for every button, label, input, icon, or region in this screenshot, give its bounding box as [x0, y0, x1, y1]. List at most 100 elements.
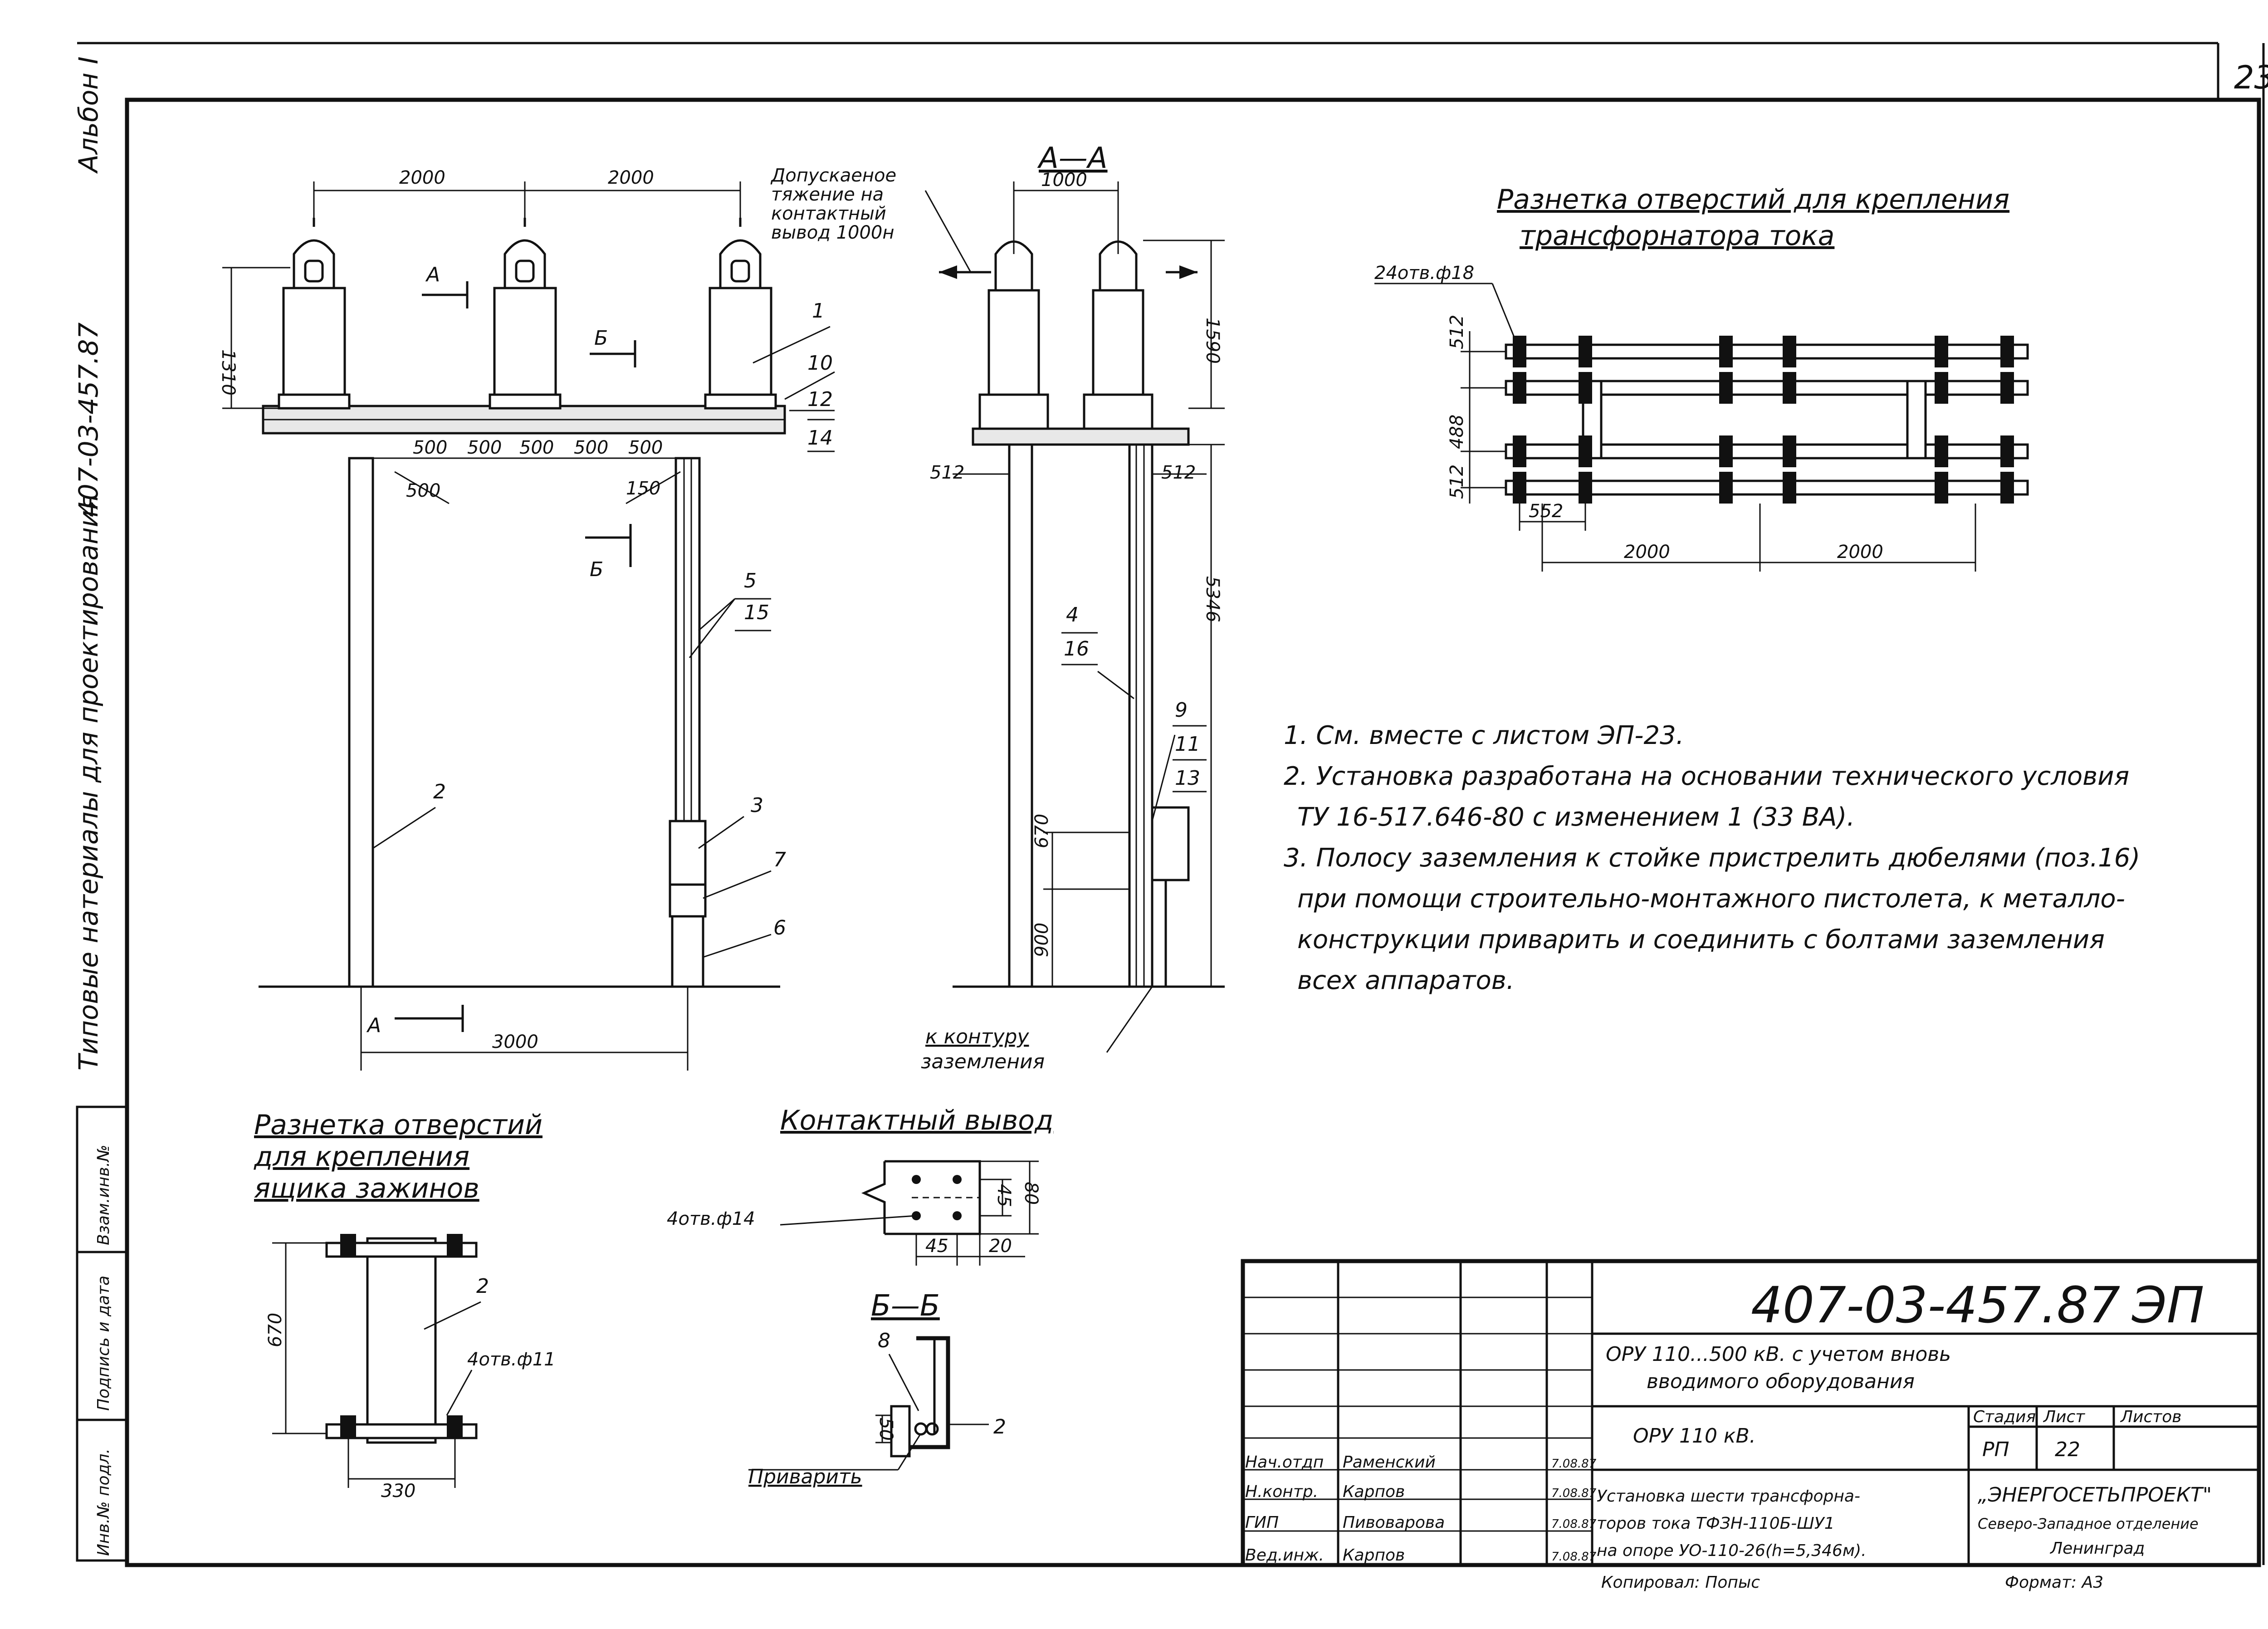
callout-13: 13	[1175, 767, 1200, 790]
dim-900: 900	[1031, 923, 1052, 957]
note-line: конструкции приварить и соединить с болт…	[1297, 925, 2105, 954]
note-line: 2. Установка разработана на основании те…	[1284, 762, 2129, 791]
section-bb-title: Б—Б	[871, 1289, 940, 1323]
box-dim-330: 330	[381, 1481, 415, 1502]
tension-note-line: Допускаеное	[770, 165, 896, 186]
staff-date: 7.08.87	[1551, 1517, 1597, 1531]
box-bolts	[340, 1234, 463, 1438]
sheet-number: 23	[2234, 59, 2268, 96]
section-a-marker: А	[366, 1014, 381, 1037]
ground-label-line: к контуру	[925, 1025, 1029, 1048]
staff-name: Пивоварова	[1343, 1513, 1445, 1532]
terminal-holes-label: 4отв.ф14	[667, 1208, 755, 1229]
section-aa-title: А—А	[1037, 142, 1108, 175]
callout-14: 14	[807, 426, 833, 450]
dim-500: 500	[413, 437, 447, 458]
transformer-right	[704, 218, 777, 410]
callout-15: 15	[744, 601, 769, 624]
terminal-dim-20: 20	[989, 1236, 1012, 1257]
contact-terminal-title: Контактный вывод	[780, 1105, 1053, 1136]
project-line-2: вводимого оборудования	[1647, 1370, 1915, 1393]
ct-dim-2000-left: 2000	[1624, 542, 1670, 563]
bb-callout-8: 8	[878, 1329, 890, 1352]
box-callout-2: 2	[476, 1275, 489, 1298]
description-line-1: Установка шести трансфорна-	[1597, 1487, 1860, 1506]
header-stage: Стадия	[1973, 1408, 2036, 1426]
terminal-dim-80: 80	[1021, 1182, 1041, 1205]
staff-date: 7.08.87	[1551, 1487, 1597, 1500]
side-series: Типовые натериалы для проектирования	[73, 494, 104, 1071]
callout-9: 9	[1175, 699, 1188, 722]
dim-3000: 3000	[492, 1032, 538, 1052]
dim-1310: 1310	[218, 349, 239, 396]
transformer-aa-left	[978, 240, 1049, 430]
staff-date: 7.08.87	[1551, 1550, 1597, 1564]
dim-500: 500	[574, 437, 608, 458]
section-aa: А—А 1000 1590 512 512	[921, 142, 1225, 1073]
section-bb: Б—Б 50 8 2 Приварить	[748, 1289, 1006, 1488]
callout-2: 2	[433, 780, 446, 803]
section-a-marker-top: А	[425, 263, 440, 286]
note-line: ТУ 16-517.646-80 с изменением 1 (33 ВА).	[1297, 802, 1855, 832]
subtitle: ОРУ 110 кВ.	[1633, 1424, 1756, 1448]
callout-5: 5	[744, 569, 757, 592]
transformer-left	[278, 218, 351, 410]
section-b-marker-low: Б	[590, 558, 603, 581]
staff-role: Н.контр.	[1245, 1482, 1318, 1501]
title-block-code: 407-03-457.87	[1751, 1276, 2120, 1334]
paper-format: Формат: А3	[2005, 1573, 2103, 1592]
org-line-2: Северо-Западное отделение	[1978, 1515, 2199, 1532]
ct-dim-488: 488	[1447, 415, 1467, 449]
staff-role: ГИП	[1245, 1513, 1279, 1532]
tension-note: Допускаеное тяжение на контактный вывод …	[770, 165, 902, 243]
sheet-value: 22	[2055, 1438, 2080, 1461]
weld-label: Приварить	[748, 1465, 862, 1488]
section-b-marker: Б	[594, 327, 608, 350]
callout-6: 6	[773, 916, 786, 939]
ct-layout-title-2: трансфорнатора тока	[1520, 220, 1834, 252]
dim-1000: 1000	[1041, 170, 1087, 191]
staff-name: Карпов	[1343, 1482, 1405, 1501]
side-stamp: Альбон I 407-03-457.87 Типовые натериалы…	[73, 56, 128, 1562]
staff-role: Нач.отдп	[1245, 1453, 1324, 1472]
callout-3: 3	[751, 794, 763, 817]
dim-1590: 1590	[1202, 318, 1223, 364]
ct-dim-552: 552	[1529, 501, 1563, 522]
callout-4: 4	[1066, 603, 1079, 626]
side-table-cell: Инв.№ подл.	[94, 1448, 113, 1556]
ct-hole-layout: Разнетка отверстий для крепления трансфо…	[1374, 184, 2029, 572]
dim-500: 500	[467, 437, 502, 458]
ct-dim-512-bottom: 512	[1447, 465, 1467, 499]
side-table-cell: Взам.инв.№	[94, 1145, 113, 1245]
org-line-3: Ленинград	[2049, 1539, 2145, 1558]
dim-512-right: 512	[1161, 462, 1196, 483]
staff-name: Карпов	[1343, 1546, 1405, 1565]
bb-callout-2: 2	[993, 1415, 1006, 1438]
title-block: 407-03-457.87 ЭП ОРУ 110...500 кВ. с уче…	[1241, 1259, 2261, 1592]
ct-bolts	[1513, 336, 2014, 504]
dim-500: 500	[519, 437, 554, 458]
terminal-dim-45-v: 45	[993, 1184, 1014, 1207]
org-line-1: „ЭНЕРГОСЕТЬПРОЕКТ"	[1978, 1483, 2212, 1507]
description-line-3: на опоре УО-110-26(h=5,346м).	[1597, 1541, 1867, 1560]
transformer-middle	[489, 218, 562, 410]
dim-2000-left: 2000	[399, 167, 445, 188]
copied-by: Копировал: Попыс	[1601, 1573, 1760, 1592]
description-line-2: торов тока ТФЗН-110Б-ШУ1	[1597, 1514, 1835, 1533]
stage-value: РП	[1982, 1438, 2009, 1461]
box-layout-title-2: для крепления	[254, 1141, 469, 1173]
general-notes: 1. См. вместе с листом ЭП-23. 2. Установ…	[1284, 721, 2140, 995]
callout-1: 1	[812, 299, 825, 323]
front-view: 2000 2000 1310 500 500 500 500 500 500 1…	[218, 165, 991, 1071]
dim-5346: 5346	[1202, 576, 1223, 622]
transformer-aa-right	[1083, 240, 1154, 430]
dim-670: 670	[1031, 814, 1052, 848]
note-line: 3. Полосу заземления к стойке пристрелит…	[1284, 843, 2140, 873]
note-line: при помощи строительно-монтажного пистол…	[1297, 884, 2125, 914]
tension-note-line: тяжение на	[771, 184, 884, 205]
dim-150: 150	[626, 478, 660, 499]
dim-2000-right: 2000	[608, 167, 654, 188]
bb-dim-50: 50	[875, 1418, 896, 1441]
